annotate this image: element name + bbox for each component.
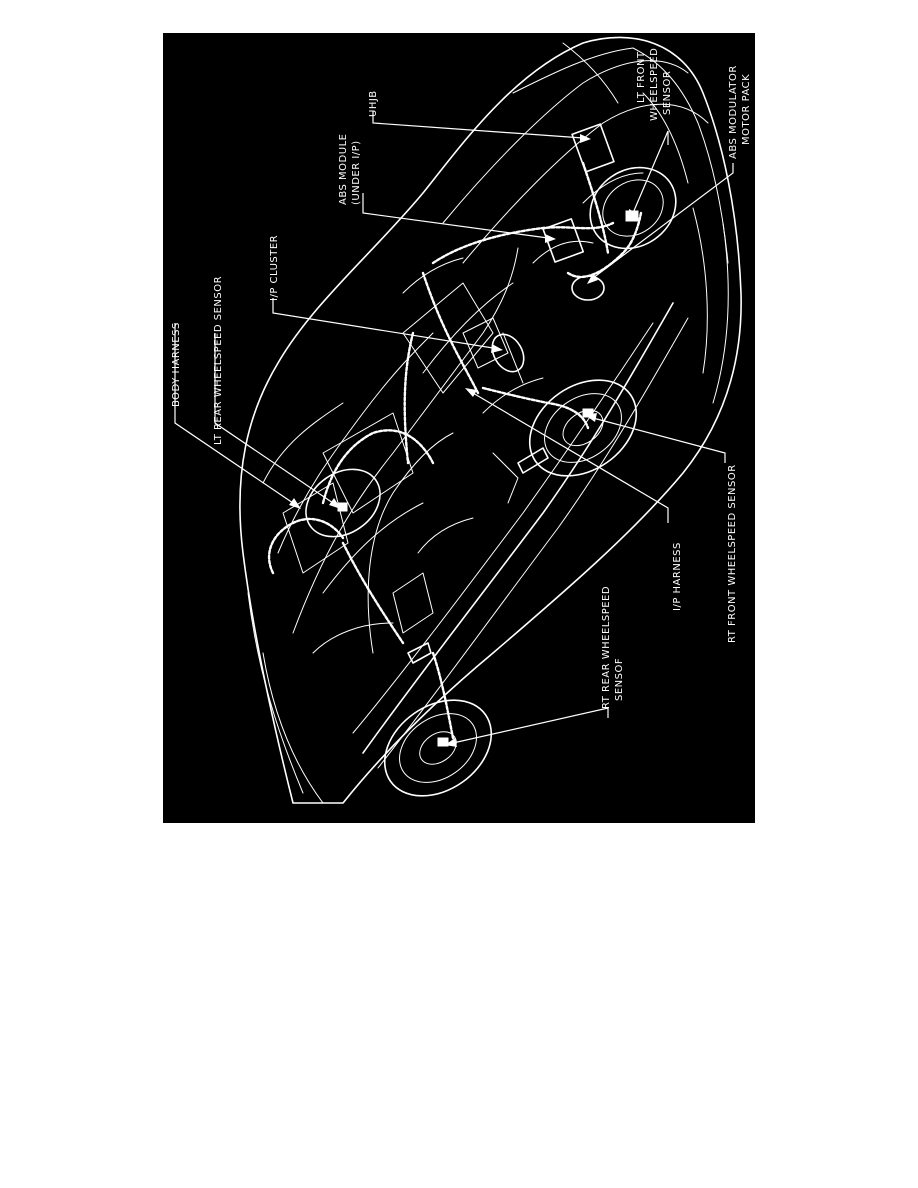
label-lt-front-line3: SENSOR xyxy=(662,71,673,115)
label-lt-front-line2: WHEELSPEED xyxy=(649,48,660,121)
car-abs-wiring-diagram: BODY HARNESS LT REAR WHEELSPEED SENSOR I… xyxy=(171,36,752,804)
leader-lines xyxy=(174,111,734,747)
label-uhjb: UHJB xyxy=(368,90,379,117)
label-lt-front-line1: LT FRONT xyxy=(636,51,647,103)
label-lt-rear-sensor: LT REAR WHEELSPEED SENSOR xyxy=(213,276,224,445)
wheels xyxy=(305,166,677,797)
label-rt-front-sensor: RT FRONT WHEELSPEED SENSOR xyxy=(727,464,738,643)
label-abs-modulator-line1: ABS MODULATOR xyxy=(728,65,739,159)
ip-cluster-gauge xyxy=(491,333,525,373)
label-abs-module-line2: (UNDER I/P) xyxy=(351,140,362,205)
abs-modulator-motor xyxy=(571,275,605,301)
components xyxy=(337,123,639,747)
label-abs-modulator-line2: MOTOR PACK xyxy=(741,74,752,145)
label-abs-module-line1: ABS MODULE xyxy=(338,134,349,205)
callout-labels: BODY HARNESS LT REAR WHEELSPEED SENSOR I… xyxy=(171,48,752,709)
wiring-harnesses xyxy=(267,161,643,740)
uhjb-box xyxy=(571,123,615,173)
label-rt-rear-line2: SENSOF xyxy=(614,658,625,701)
label-ip-cluster: I/P CLUSTER xyxy=(269,235,280,301)
label-ip-harness: I/P HARNESS xyxy=(672,542,683,611)
abs-module-box xyxy=(542,218,585,263)
rt-rear-sensor-part xyxy=(437,737,449,747)
label-body-harness: BODY HARNESS xyxy=(171,322,182,407)
diagram-panel: BODY HARNESS LT REAR WHEELSPEED SENSOR I… xyxy=(163,33,755,823)
car-body xyxy=(239,36,742,804)
label-rt-rear-line1: RT REAR WHEELSPEED xyxy=(601,586,612,709)
